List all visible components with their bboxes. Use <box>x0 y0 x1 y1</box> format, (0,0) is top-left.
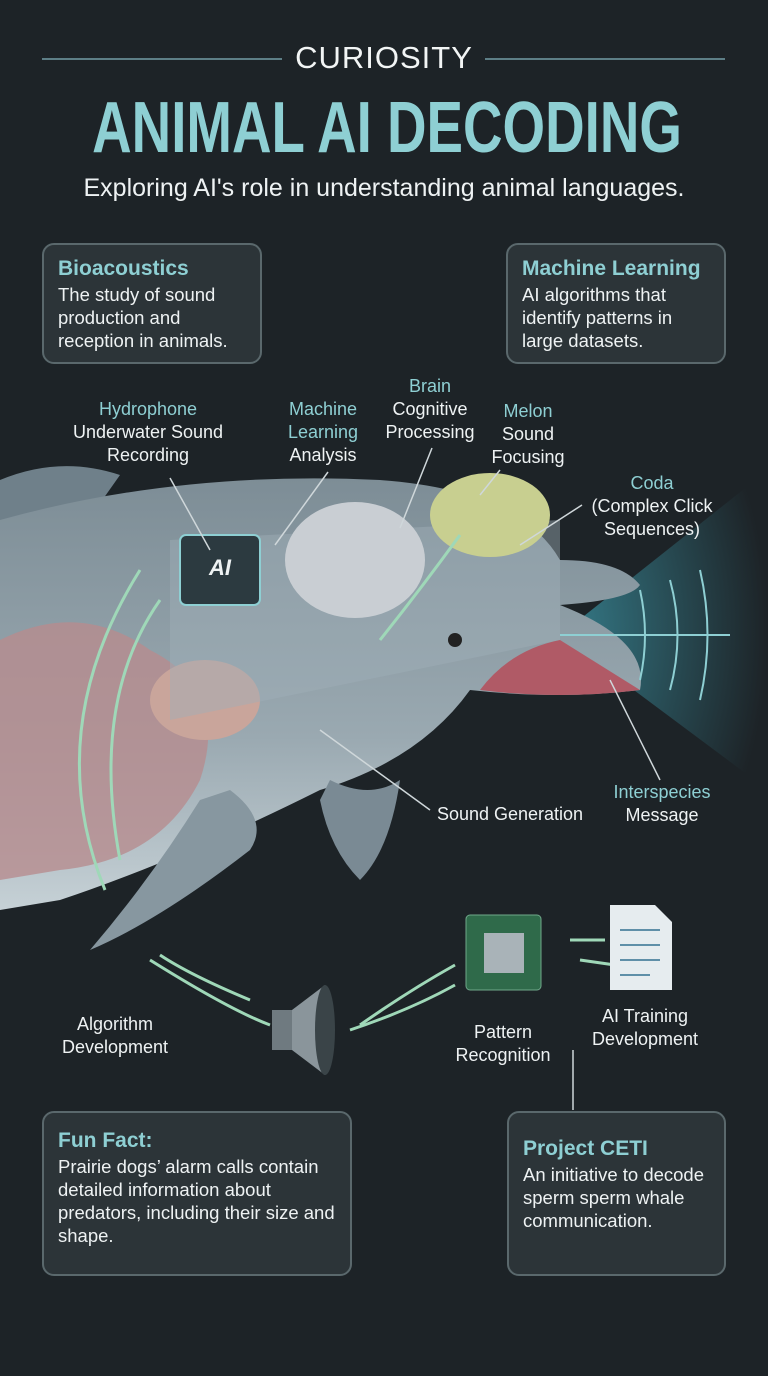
sound-wave-icon <box>560 569 730 701</box>
card-title: Bioacoustics <box>58 257 189 280</box>
card-project-ceti: Project CETI An initiative to decode spe… <box>507 1111 726 1276</box>
label-title: Machine Learning <box>287 399 359 442</box>
kicker: CURIOSITY <box>295 40 473 75</box>
ai-chip <box>179 534 261 606</box>
label-coda: Coda (Complex Click Sequences) <box>582 472 722 541</box>
label-title: Interspecies <box>613 782 711 802</box>
label-title: Coda <box>630 473 674 493</box>
eye <box>448 633 462 647</box>
internal-panel <box>170 520 560 720</box>
label-sound-generation: Sound Generation <box>436 804 584 824</box>
label-text: Sound Focusing <box>491 424 565 467</box>
brain-shape <box>285 502 425 618</box>
label-title: Melon <box>503 401 553 421</box>
stomach <box>150 660 260 740</box>
flipper <box>90 790 257 950</box>
label-ai-training: AI Training Development <box>591 1006 699 1049</box>
subtitle: Exploring AI's role in understanding ani… <box>83 174 685 202</box>
card-title: Project CETI <box>523 1137 648 1160</box>
card-machine-learning: Machine Learning AI algorithms that iden… <box>506 243 726 364</box>
mouth <box>480 640 640 695</box>
document-icon <box>610 905 672 990</box>
divider-right <box>485 58 725 60</box>
label-text: Message <box>625 805 699 825</box>
sound-beam <box>560 470 768 790</box>
card-title: Machine Learning <box>522 257 701 280</box>
label-algorithm-development: Algorithm Development <box>61 1014 169 1057</box>
label-text: (Complex Click Sequences) <box>591 496 713 539</box>
page-title: ANIMAL AI DECODING <box>92 88 682 168</box>
flow-arrows <box>78 534 616 1032</box>
card-text: Prairie dogs’ alarm calls contain detail… <box>58 1156 335 1246</box>
speaker-icon <box>272 985 335 1075</box>
melon-shape <box>430 473 550 557</box>
label-text: Analysis <box>289 445 357 465</box>
card-text: The study of sound production and recept… <box>58 284 228 351</box>
card-fun-fact: Fun Fact: Prairie dogs’ alarm calls cont… <box>42 1111 352 1276</box>
label-title: Hydrophone <box>98 399 198 419</box>
label-text: Underwater Sound Recording <box>72 422 224 465</box>
card-title: Fun Fact: <box>58 1129 153 1152</box>
divider-left <box>42 58 282 60</box>
label-text: Cognitive Processing <box>385 399 475 442</box>
label-pattern-recognition: Pattern Recognition <box>455 1022 551 1065</box>
card-text: An initiative to decode sperm sperm whal… <box>523 1164 705 1231</box>
card-bioacoustics: Bioacoustics The study of sound producti… <box>42 243 262 364</box>
leader-lines <box>169 447 661 1110</box>
label-title: Brain <box>408 376 452 396</box>
card-text: AI algorithms that identify patterns in … <box>522 284 673 351</box>
ai-chip-label: AI <box>209 555 231 580</box>
pectoral-fin <box>320 780 400 880</box>
pattern-chip-icon <box>465 914 542 991</box>
